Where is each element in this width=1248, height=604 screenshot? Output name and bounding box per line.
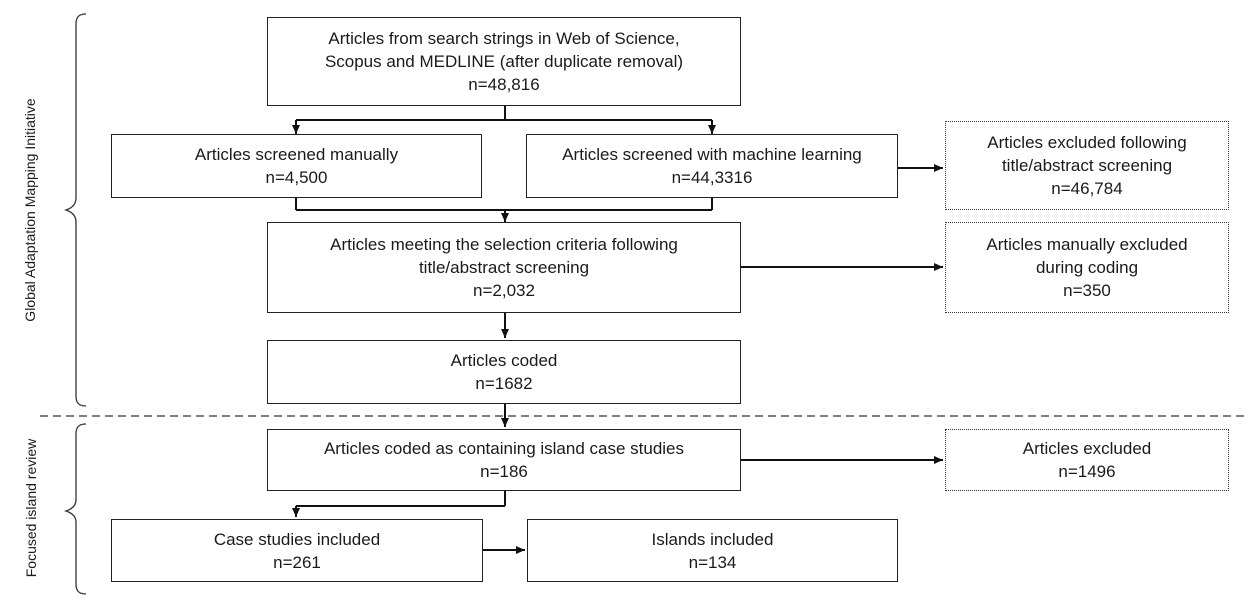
box-text: title/abstract screening bbox=[418, 258, 590, 277]
box-text: during coding bbox=[1035, 258, 1139, 277]
box-text: Articles coded as containing island case… bbox=[323, 439, 685, 458]
box-text: Articles from search strings in Web of S… bbox=[328, 29, 680, 48]
box-count: n=46,784 bbox=[1051, 179, 1123, 198]
box-count: n=186 bbox=[480, 462, 528, 481]
box-text: Islands included bbox=[651, 529, 774, 549]
search-results-box: Articles from search strings in Web of S… bbox=[267, 17, 741, 106]
box-count: n=350 bbox=[1063, 281, 1111, 300]
box-text: Articles excluded bbox=[1022, 439, 1152, 458]
box-text: Case studies included bbox=[213, 529, 381, 549]
screened-manually-box: Articles screened manually n=4,500 bbox=[111, 134, 482, 198]
articles-excluded-box: Articles excluded n=1496 bbox=[945, 429, 1229, 491]
box-text: Articles meeting the selection criteria … bbox=[330, 235, 678, 254]
box-text: Scopus and MEDLINE (after duplicate remo… bbox=[324, 52, 684, 71]
box-count: n=48,816 bbox=[468, 75, 540, 94]
box-text: Articles coded bbox=[450, 351, 558, 370]
box-count: n=134 bbox=[688, 552, 737, 572]
excluded-during-coding-box: Articles manually excluded during coding… bbox=[945, 222, 1229, 313]
box-text: title/abstract screening bbox=[1001, 156, 1173, 175]
islands-included-box: Islands included n=134 bbox=[527, 519, 898, 582]
case-studies-included-box: Case studies included n=261 bbox=[111, 519, 483, 582]
box-count: n=261 bbox=[273, 552, 321, 572]
box-count: n=2,032 bbox=[473, 281, 535, 300]
box-count: n=4,500 bbox=[265, 168, 328, 187]
island-case-studies-box: Articles coded as containing island case… bbox=[267, 429, 741, 491]
box-count: n=1682 bbox=[475, 374, 533, 393]
section-label-focused-island-review: Focused island review bbox=[23, 438, 39, 578]
screened-ml-box: Articles screened with machine learning … bbox=[526, 134, 898, 198]
box-text: Articles excluded following bbox=[987, 133, 1187, 152]
box-count: n=44,3316 bbox=[671, 168, 753, 187]
selection-criteria-box: Articles meeting the selection criteria … bbox=[267, 222, 741, 313]
box-text: Articles screened with machine learning bbox=[562, 145, 862, 164]
excluded-title-abstract-box: Articles excluded following title/abstra… bbox=[945, 121, 1229, 210]
box-text: Articles screened manually bbox=[194, 145, 399, 164]
section-label-global-adaptation: Global Adaptation Mapping Initiative bbox=[22, 98, 38, 322]
box-count: n=1496 bbox=[1058, 462, 1116, 481]
articles-coded-box: Articles coded n=1682 bbox=[267, 340, 741, 404]
box-text: Articles manually excluded bbox=[986, 235, 1188, 254]
